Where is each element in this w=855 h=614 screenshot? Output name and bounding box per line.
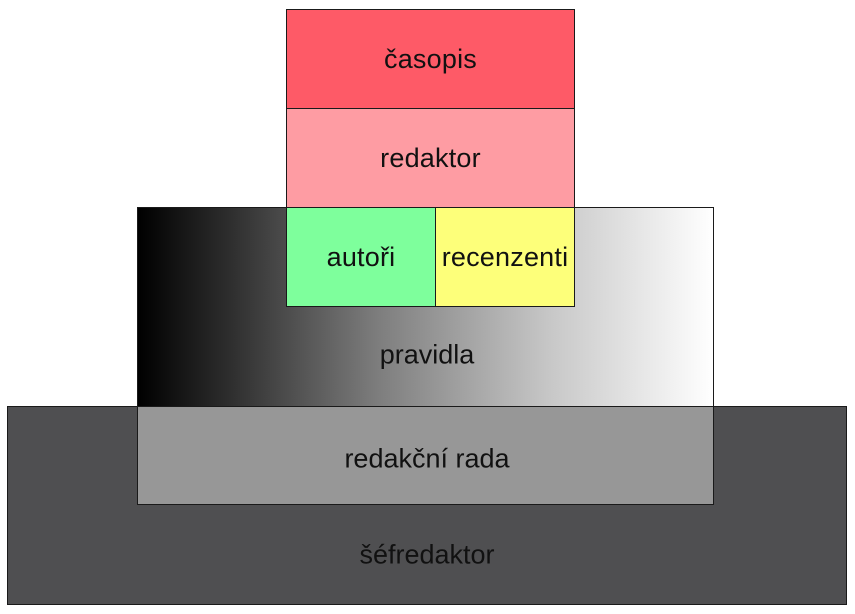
autori-block: autoři [286,207,436,307]
autori-label: autoři [326,241,396,272]
pravidla-label: pravidla [379,339,475,370]
sefredaktor-label: šéfredaktor [359,539,495,570]
redaktor-label: redaktor [380,142,481,173]
recenzenti-block: recenzenti [435,207,575,307]
redakcni-rada-label: redakční rada [344,443,510,474]
redaktor-block: redaktor [286,108,575,208]
casopis-label: časopis [384,43,477,74]
recenzenti-label: recenzenti [441,241,569,272]
redakcni-rada-block [137,406,714,505]
casopis-block: časopis [286,9,575,109]
